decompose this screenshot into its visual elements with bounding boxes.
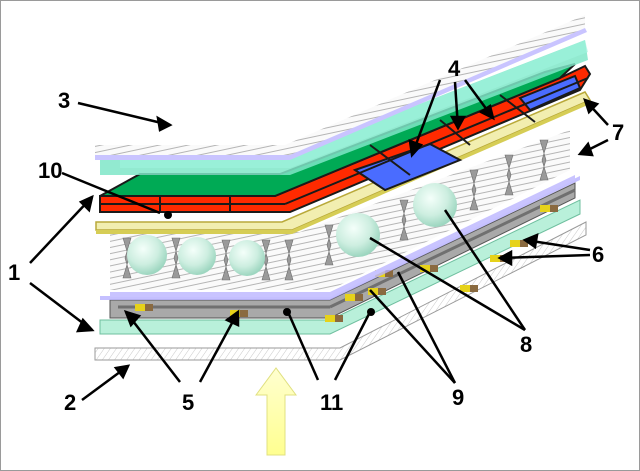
common-electrode-plate [95, 91, 592, 234]
label-glass-plates: 7 [612, 120, 624, 145]
liquid-crystal-layer [110, 130, 575, 297]
label-top-polarizer: 3 [58, 88, 70, 113]
label-color-filters: 4 [448, 56, 461, 81]
up-arrow-icon [255, 367, 297, 456]
label-bottom-polarizer: 2 [64, 390, 76, 415]
tft-glass-plate [99, 176, 581, 335]
row-lines [118, 188, 576, 309]
label-tft-transistors: 5 [182, 390, 194, 415]
pointer-dots [164, 211, 375, 316]
label-pixel-electrodes: 11 [320, 390, 343, 415]
twisted-helix-icon [122, 139, 549, 281]
color-filter-layer [99, 63, 592, 213]
label-common-electrode: 10 [38, 158, 62, 183]
label-spacers: 8 [520, 332, 532, 357]
label-row-lines: 6 [592, 242, 604, 267]
leader-arrows [29, 79, 609, 402]
label-column-lines: 9 [452, 385, 464, 410]
top-polarizer [95, 15, 587, 160]
top-glass-plate [100, 40, 588, 175]
callout-labels: 3 10 1 4 7 6 8 9 11 5 2 [8, 56, 624, 415]
spacer-spheres [127, 183, 457, 276]
bottom-polarizer [94, 221, 587, 361]
label-alignment-layers: 1 [8, 260, 20, 285]
